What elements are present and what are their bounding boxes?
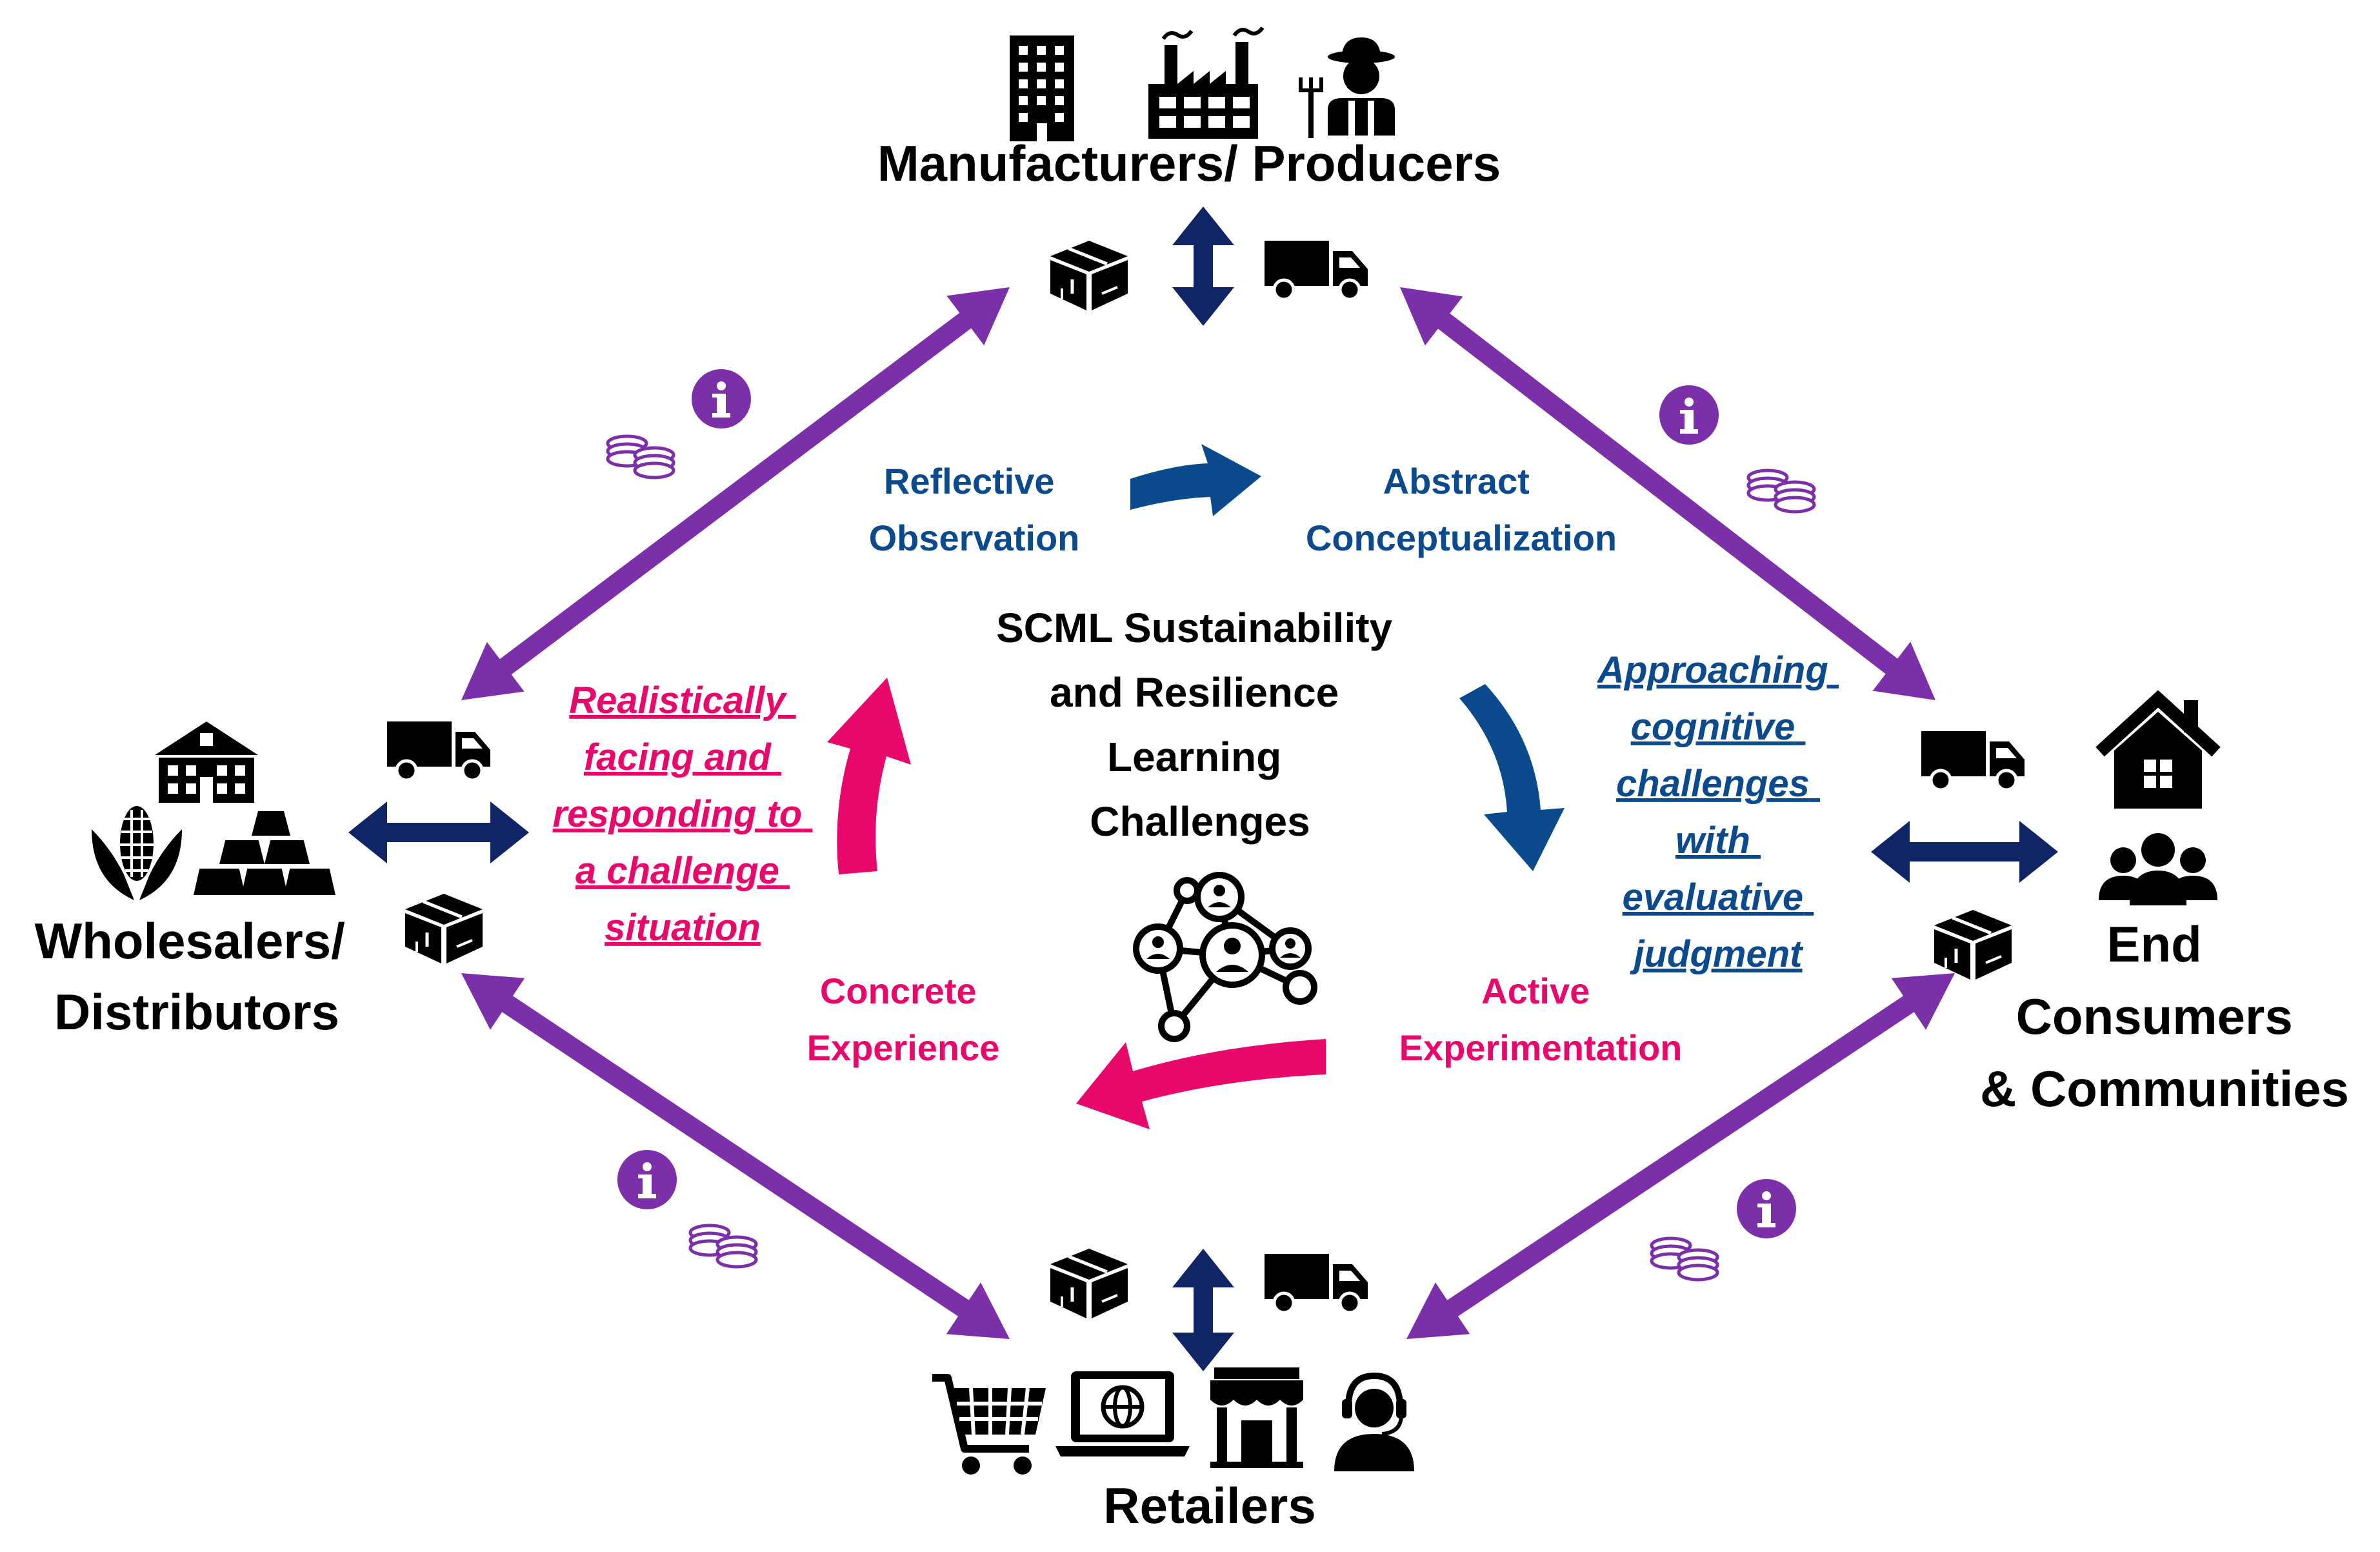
shopping-cart-icon (932, 1374, 1046, 1475)
wholesalers-line: Distributors (54, 983, 339, 1040)
top-node-icons (1010, 26, 1395, 141)
headset-agent-icon (1334, 1372, 1414, 1471)
truck-icon (1921, 731, 2025, 790)
concrete-to-reflective-arrow (827, 678, 911, 874)
package-icon (1050, 241, 1128, 310)
corn-icon (92, 806, 182, 900)
consumers-line: End (2107, 916, 2202, 973)
truck-icon (1265, 1254, 1368, 1313)
school-icon (155, 721, 258, 803)
office-building-icon (1010, 35, 1074, 141)
people-group-icon (2099, 833, 2217, 905)
challenge-line: a challenge (575, 850, 779, 892)
kolb-line: Abstract (1383, 461, 1530, 501)
flow-arrow-top-left (461, 287, 1010, 700)
reflective-to-abstract-arrow (1130, 444, 1261, 516)
package-icon (405, 894, 483, 963)
link-arrow-bottom (1172, 1249, 1234, 1371)
coins-icon (1652, 1238, 1717, 1280)
challenge-right-text: Approaching cognitive challenges with ev… (1596, 649, 1839, 975)
challenge-line: responding to (553, 793, 803, 835)
kolb-line: Observation (869, 518, 1080, 558)
info-icon (617, 1150, 677, 1209)
kolb-line: Concrete (820, 971, 977, 1011)
coins-icon (690, 1225, 756, 1267)
link-arrow-right (1871, 821, 2058, 883)
flow-arrow-right-bottom (1406, 973, 1955, 1339)
center-title-line: Challenges (1090, 798, 1310, 845)
truck-icon (387, 721, 490, 780)
farmer-icon (1299, 37, 1395, 138)
house-icon (2095, 690, 2221, 809)
challenge-left-text: Realistically facing and responding to a… (553, 680, 813, 949)
active-to-concrete-arrow (1076, 1039, 1326, 1129)
storefront-icon (1210, 1367, 1303, 1468)
consumers-line: Consumers (2016, 988, 2293, 1045)
challenge-line: Approaching (1596, 649, 1828, 691)
center-title: SCML Sustainability and Resilience Learn… (996, 605, 1404, 845)
link-arrow-left (348, 801, 529, 863)
challenge-line: with (1675, 820, 1750, 862)
kolb-line: Reflective (884, 461, 1055, 501)
challenge-line: facing and (584, 736, 772, 778)
challenge-line: situation (605, 907, 761, 949)
kolb-reflective-observation: Reflective Observation (869, 461, 1080, 558)
coins-icon (1748, 470, 1814, 512)
right-node-icons (2095, 690, 2221, 905)
node-label-wholesalers: Wholesalers/ Distributors (35, 912, 359, 1040)
info-icon (1659, 385, 1719, 445)
info-icon (692, 369, 751, 428)
challenge-line: judgment (1630, 933, 1805, 975)
node-label-manufacturers: Manufacturers/ Producers (877, 135, 1501, 192)
challenge-line: challenges (1616, 763, 1810, 805)
kolb-line: Active (1481, 971, 1590, 1011)
truck-icon (1265, 241, 1368, 299)
wholesalers-line: Wholesalers/ (35, 912, 345, 969)
challenge-line: cognitive (1631, 706, 1795, 748)
info-icon (1737, 1179, 1796, 1238)
center-title-line: and Resilience (1050, 669, 1339, 716)
laptop-globe-icon (1055, 1371, 1190, 1456)
bottom-node-icons (932, 1367, 1414, 1475)
challenge-line: evaluative (1623, 876, 1804, 918)
center-title-line: SCML Sustainability (996, 605, 1392, 651)
flow-arrow-left-bottom (461, 973, 1010, 1339)
link-arrow-top (1172, 207, 1234, 326)
challenge-line: Realistically (569, 680, 787, 721)
package-icon (1934, 910, 2012, 980)
coins-icon (608, 436, 674, 478)
network-people-icon (1133, 872, 1317, 1042)
kolb-abstract-conceptualization: Abstract Conceptualization (1306, 461, 1617, 558)
factory-icon (1148, 26, 1265, 139)
consumers-line: & Communities (1980, 1060, 2349, 1117)
node-label-consumers: End Consumers & Communities (1980, 916, 2349, 1117)
stacked-boxes-icon (194, 811, 335, 895)
kolb-line: Conceptualization (1306, 518, 1617, 558)
kolb-concrete-experience: Concrete Experience (807, 971, 1000, 1068)
kolb-active-experimentation: Active Experimentation (1399, 971, 1683, 1068)
kolb-line: Experience (807, 1027, 1000, 1068)
center-title-line: Learning (1107, 734, 1281, 780)
package-icon (1050, 1249, 1128, 1318)
abstract-to-active-arrow (1459, 684, 1565, 871)
left-node-icons (92, 721, 335, 900)
kolb-line: Experimentation (1399, 1027, 1683, 1068)
flow-arrow-top-right (1400, 287, 1935, 700)
node-label-retailers: Retailers (1103, 1477, 1316, 1534)
